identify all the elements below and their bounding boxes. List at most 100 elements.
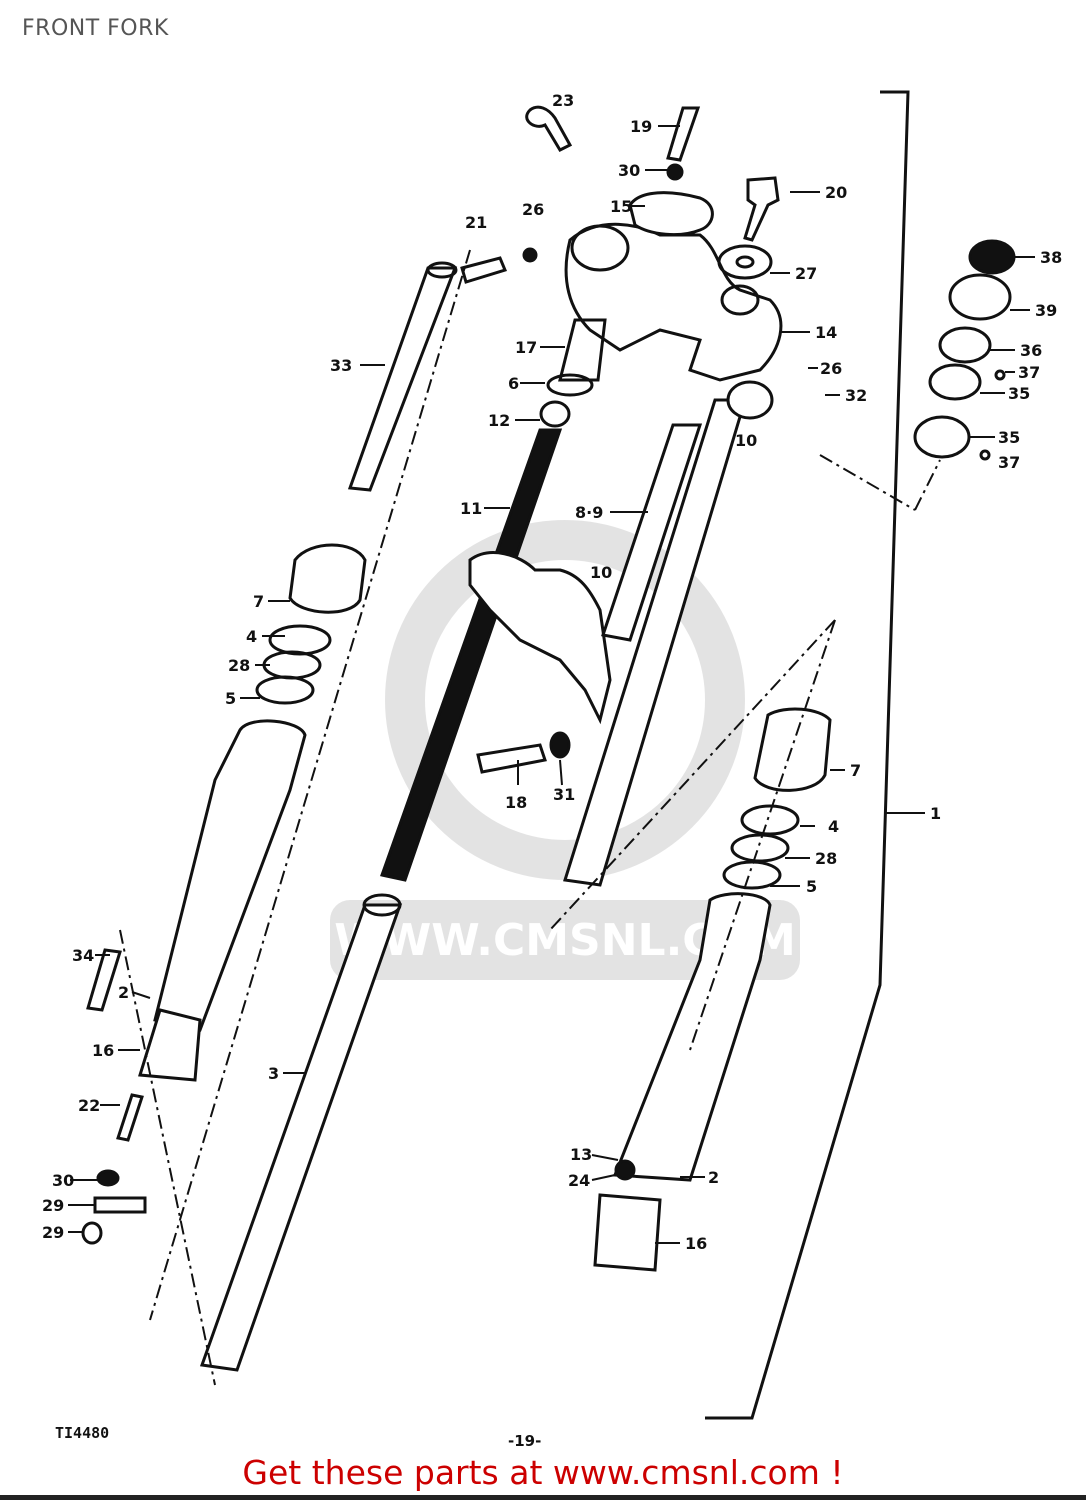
callout-16-right: 16 <box>685 1234 707 1253</box>
part-7-dust-seal-left[interactable] <box>288 543 367 614</box>
callout-27: 27 <box>795 264 817 283</box>
callout-37: 37 <box>1018 363 1040 382</box>
callout-32: 32 <box>845 386 867 405</box>
part-30-washer-lower[interactable] <box>96 1169 120 1187</box>
part-4-ring-left[interactable] <box>268 624 332 656</box>
callout-15: 15 <box>610 197 632 216</box>
part-31-washer[interactable] <box>549 731 571 759</box>
part-8-9-fork-spring[interactable] <box>601 423 703 642</box>
part-33-tube[interactable] <box>347 266 458 492</box>
leader-lines <box>68 125 1035 1244</box>
part-29-nut-pair[interactable] <box>93 1196 147 1214</box>
callout-16-left: 16 <box>92 1041 114 1060</box>
callout-19: 19 <box>630 117 652 136</box>
upper-bracket[interactable] <box>564 222 783 382</box>
callout-39: 39 <box>1035 301 1057 320</box>
callout-33: 33 <box>330 356 352 375</box>
callout-7-right: 7 <box>850 761 861 780</box>
page-title: FRONT FORK <box>22 16 169 41</box>
upper-bracket-left-hole <box>570 224 630 272</box>
callout-26: 26 <box>522 200 544 219</box>
callout-5-right: 5 <box>806 877 817 896</box>
part-10-cap-bolt[interactable] <box>726 380 774 420</box>
callout-36: 36 <box>1020 341 1042 360</box>
part-24-drain-bolt[interactable] <box>614 1159 636 1181</box>
callout-12: 12 <box>488 411 510 430</box>
part-37-ball-upper[interactable] <box>994 369 1006 381</box>
callout-29: 29 <box>42 1196 64 1215</box>
callout-30: 30 <box>618 161 640 180</box>
part-34-bolt[interactable] <box>86 948 122 1012</box>
part-15-clamp[interactable] <box>628 191 714 236</box>
assembly-bracket <box>705 90 910 1420</box>
part-33-top <box>426 261 458 279</box>
part-17-bearing[interactable] <box>558 318 607 382</box>
right-outer-tube[interactable] <box>612 892 772 1182</box>
callout-22: 22 <box>78 1096 100 1115</box>
part-12-nut[interactable] <box>539 400 571 428</box>
part-37-ball-lower[interactable] <box>979 449 991 461</box>
part-27-hole <box>735 255 755 269</box>
callout-29-lower: 29 <box>42 1223 64 1242</box>
callout-21: 21 <box>465 213 487 232</box>
callout-4-right: 4 <box>828 817 839 836</box>
callout-20: 20 <box>825 183 847 202</box>
part-6-seal[interactable] <box>546 373 594 397</box>
callout-38: 38 <box>1040 248 1062 267</box>
part-21-bolt[interactable] <box>460 256 508 284</box>
callout-1: 1 <box>930 804 941 823</box>
part-5-oil-seal-right[interactable] <box>722 860 782 890</box>
part-26-nut[interactable] <box>522 247 538 263</box>
part-35-bearing-upper[interactable] <box>928 363 982 401</box>
part-28-washer-right[interactable] <box>730 833 790 863</box>
part-3-inner-tube[interactable] <box>199 903 403 1372</box>
part-39-cover[interactable] <box>948 273 1012 321</box>
part-35-bearing-lower[interactable] <box>913 415 971 459</box>
part-18-bolt[interactable] <box>476 743 547 774</box>
upper-bracket-right-hole <box>720 284 760 316</box>
guide-lines <box>119 249 941 1386</box>
callout-10-cap: 10 <box>735 431 757 450</box>
callout-13: 13 <box>570 1145 592 1164</box>
callout-23: 23 <box>552 91 574 110</box>
callout-11: 11 <box>460 499 482 518</box>
callout-8-9: 8·9 <box>575 503 603 522</box>
part-28-washer-left[interactable] <box>262 650 322 680</box>
part-20-bolt[interactable] <box>743 176 780 242</box>
callout-31: 31 <box>553 785 575 804</box>
part-38-nut[interactable] <box>968 239 1016 275</box>
callout-14: 14 <box>815 323 837 342</box>
callout-37-lower: 37 <box>998 453 1020 472</box>
callout-3: 3 <box>268 1064 279 1083</box>
part-19-bolt[interactable] <box>666 106 701 162</box>
callout-7-left: 7 <box>253 592 264 611</box>
part-16-axle-holder-right[interactable] <box>593 1193 662 1272</box>
callout-34: 34 <box>72 946 94 965</box>
bottom-border <box>0 1495 1086 1500</box>
part-30-washer[interactable] <box>666 163 684 181</box>
lower-bracket[interactable] <box>468 551 612 725</box>
part-11-stem[interactable] <box>380 428 563 882</box>
page-number: -19- <box>508 1432 542 1450</box>
part-22-stud[interactable] <box>116 1093 144 1142</box>
part-27-washer[interactable] <box>717 244 773 280</box>
part-3-top <box>362 893 402 917</box>
part-4-ring-right[interactable] <box>740 804 800 836</box>
part-16-axle-holder-left[interactable] <box>138 1008 202 1082</box>
drawing-code: TI4480 <box>55 1424 110 1442</box>
callout-2-right: 2 <box>708 1168 719 1187</box>
callout-17: 17 <box>515 338 537 357</box>
callout-35: 35 <box>1008 384 1030 403</box>
footer-link[interactable]: Get these parts at www.cmsnl.com ! <box>242 1453 844 1492</box>
part-5-oil-seal-left[interactable] <box>255 675 315 705</box>
part-23-clip[interactable] <box>525 105 573 152</box>
part-29-nut[interactable] <box>81 1221 103 1245</box>
callout-35-lower: 35 <box>998 428 1020 447</box>
callout-6: 6 <box>508 374 519 393</box>
callout-26-right: 26 <box>820 359 842 378</box>
part-36-race[interactable] <box>938 326 992 364</box>
callout-28-left: 28 <box>228 656 250 675</box>
callout-30-lower: 30 <box>52 1171 74 1190</box>
part-7-dust-seal-right[interactable] <box>753 707 832 792</box>
